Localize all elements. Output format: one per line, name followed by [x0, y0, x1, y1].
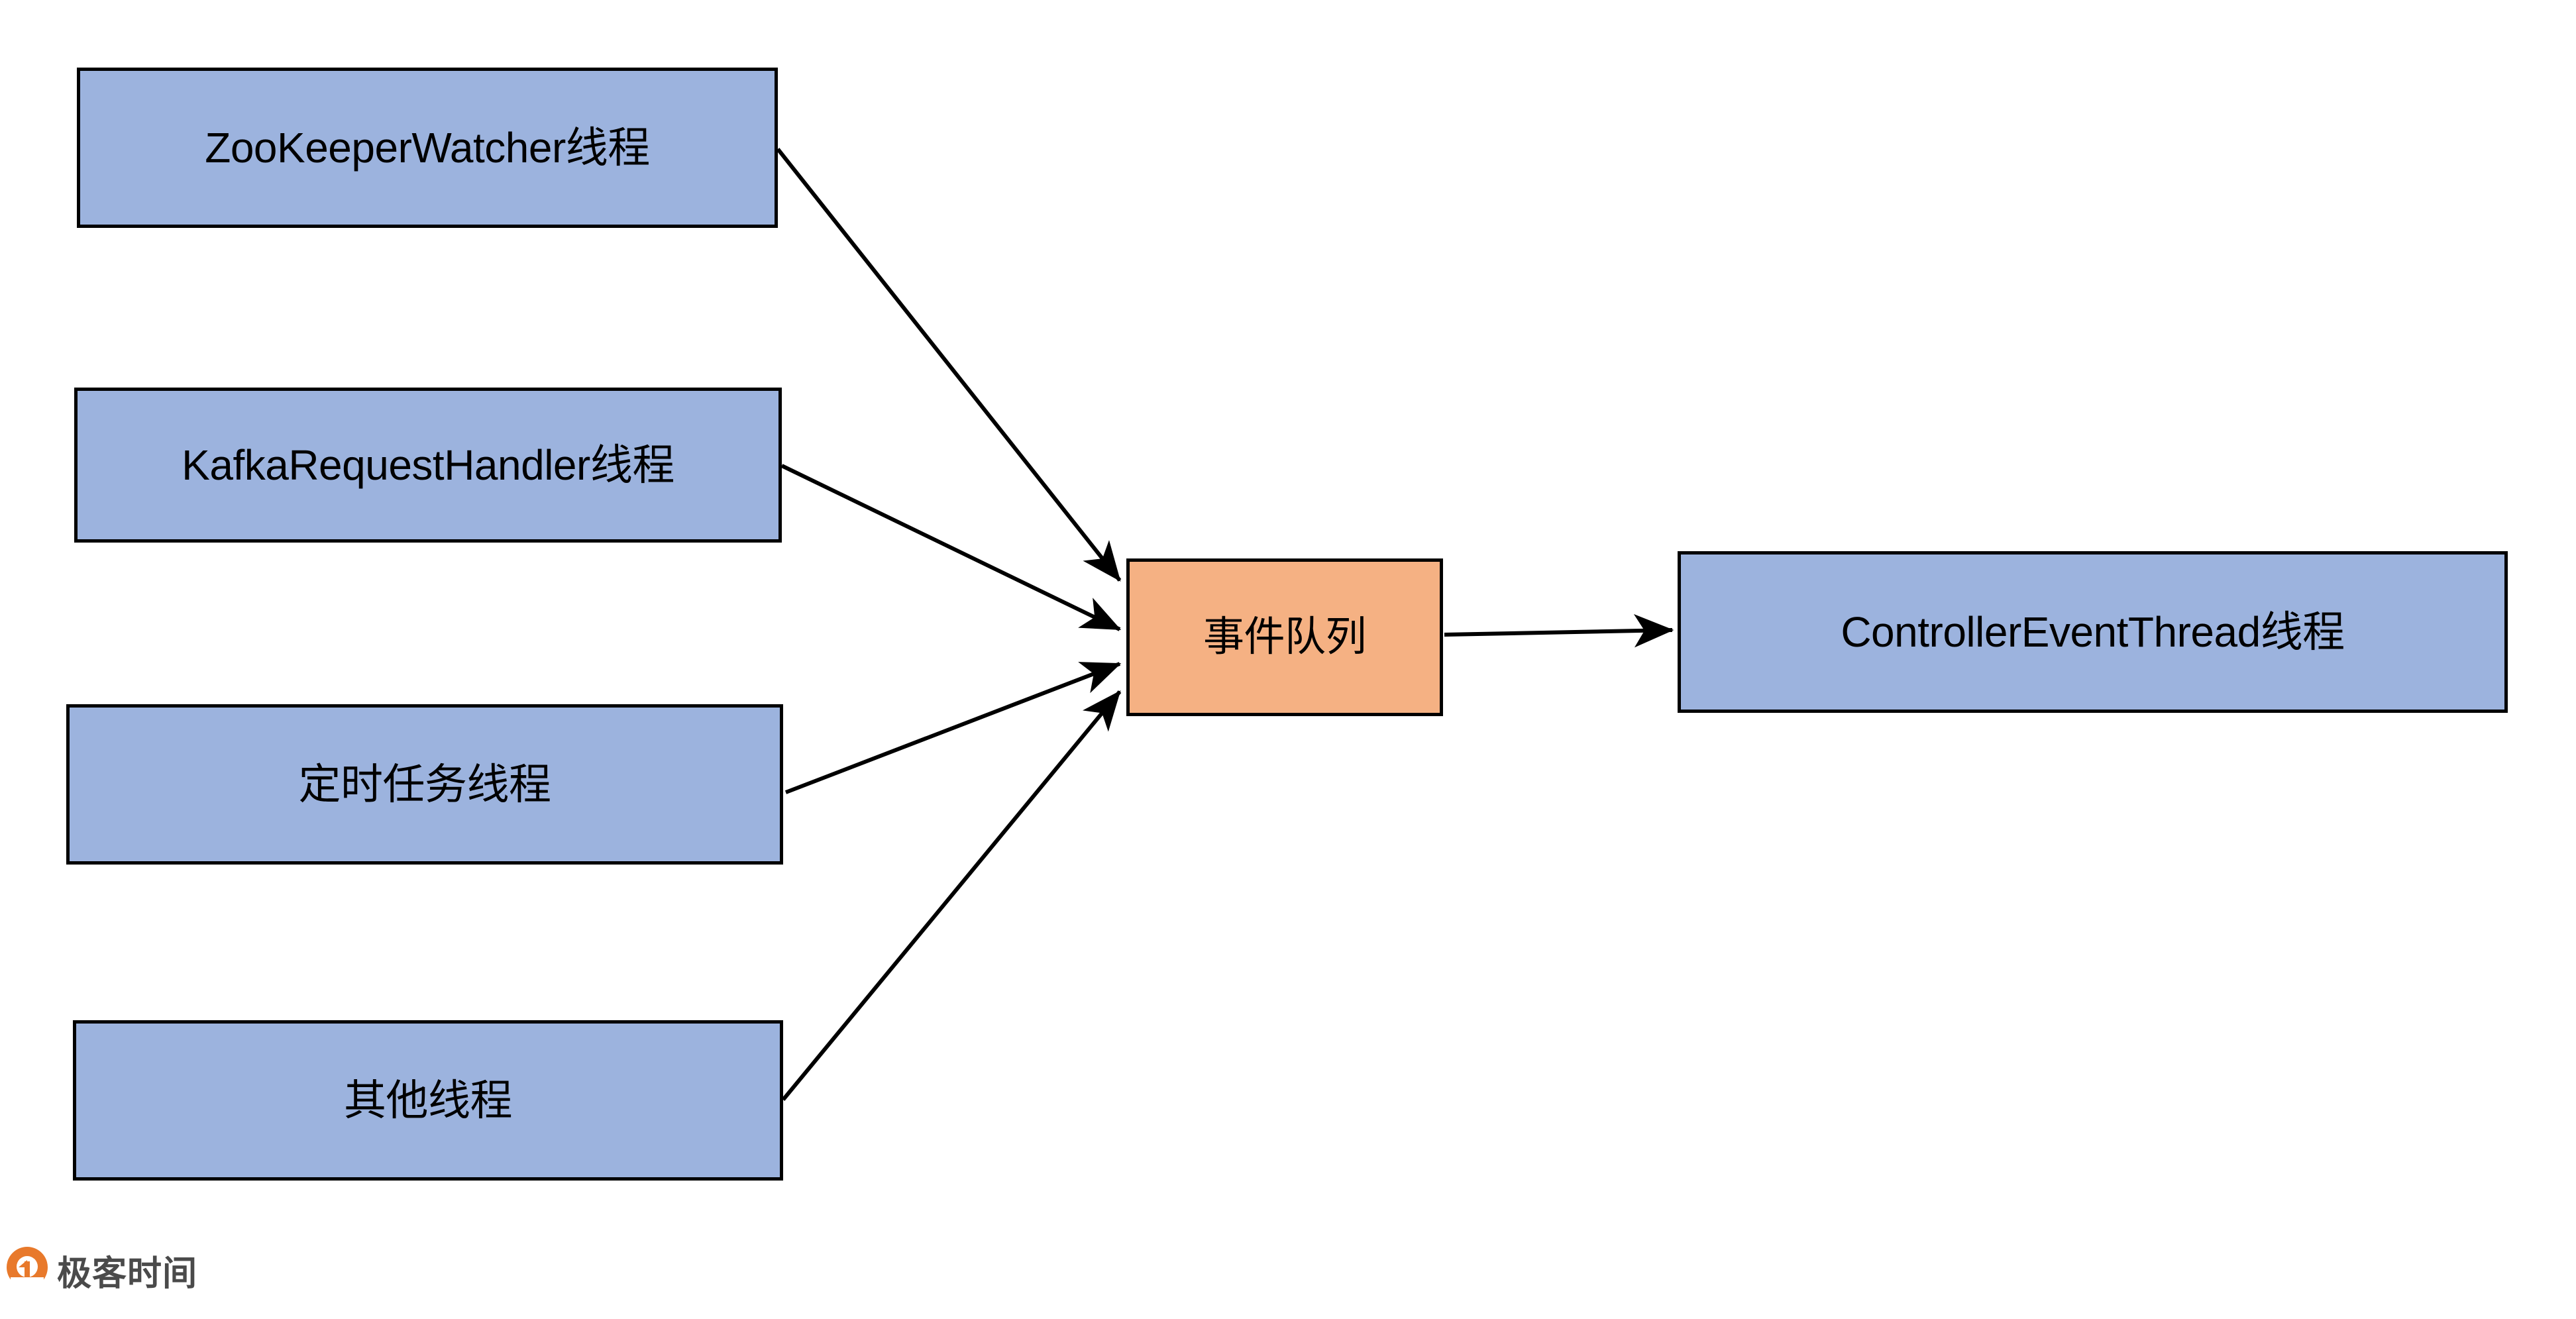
node-kafka-request-handler-thread[interactable]: KafkaRequestHandler线程: [74, 388, 782, 543]
node-label: ZooKeeperWatcher线程: [205, 123, 650, 172]
node-label: 其他线程: [344, 1076, 513, 1124]
node-label: ControllerEventThread线程: [1841, 607, 2345, 656]
watermark: 极客时间: [7, 1245, 197, 1295]
edge-queue-to-eventthread: [1444, 613, 1674, 648]
node-label: 事件队列: [1203, 613, 1367, 660]
edge-requesthandler-to-queue: [780, 464, 1122, 631]
node-label: KafkaRequestHandler线程: [182, 441, 674, 489]
edge-scheduler-to-queue: [784, 662, 1122, 794]
node-zookeeper-watcher-thread[interactable]: ZooKeeperWatcher线程: [77, 68, 778, 228]
watermark-brand-text: 极客时间: [57, 1255, 198, 1293]
node-scheduled-task-thread[interactable]: 定时任务线程: [66, 704, 783, 865]
node-label: 定时任务线程: [298, 760, 552, 808]
edge-zkwatcher-to-queue: [776, 148, 1122, 582]
node-controller-event-thread[interactable]: ControllerEventThread线程: [1678, 551, 2508, 713]
node-event-queue[interactable]: 事件队列: [1126, 558, 1443, 716]
edge-other-to-queue: [781, 690, 1122, 1101]
node-other-threads[interactable]: 其他线程: [73, 1020, 783, 1181]
geektime-pin-logo-icon: [7, 1246, 48, 1294]
